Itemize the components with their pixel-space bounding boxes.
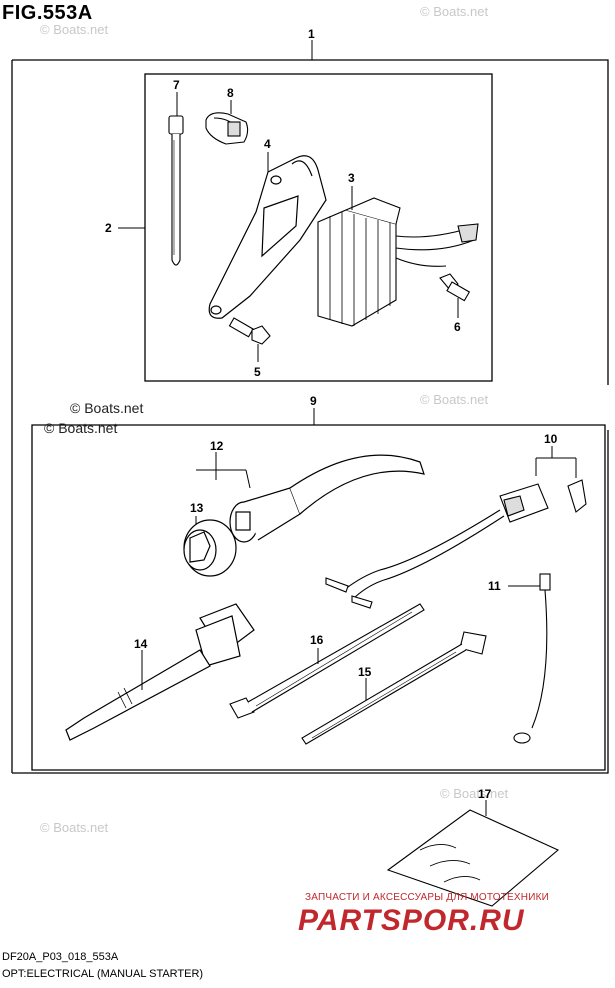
callout-8: 8 [227,86,234,100]
callout-1: 1 [308,27,315,41]
watermark: © Boats.net [40,22,109,37]
callout-13: 13 [190,501,204,515]
watermark: © Boats.net [44,420,118,436]
callout-7: 7 [173,78,180,92]
watermark: © Boats.net [70,400,144,416]
bracket-4 [208,155,327,319]
callout-14: 14 [134,637,148,651]
callout-17: 17 [478,787,492,801]
callout-16: 16 [310,633,324,647]
watermark: © Boats.net [440,786,509,801]
cable-tie-7 [168,115,184,266]
callout-9: 9 [310,394,317,408]
figure-description: OPT:ELECTRICAL (MANUAL STARTER) [2,968,204,980]
watermark: © Boats.net [420,392,489,407]
bolt-5 [228,317,271,345]
connector-12 [229,454,425,543]
watermark: © Boats.net [420,4,489,19]
callout-4: 4 [264,137,271,151]
connector-14 [65,603,255,741]
bolt-6 [439,273,471,302]
plug-cap-13 [183,519,237,577]
callout-5: 5 [254,365,261,379]
callout-3: 3 [348,171,355,185]
callout-2: 2 [105,221,112,235]
brand-tagline: ЗАПЧАСТИ И АКСЕССУАРЫ ДЛЯ МОТОТЕХНИКИ [305,892,550,903]
cable-tie-16 [229,603,425,719]
clamp-8 [205,112,249,145]
callout-10: 10 [544,432,558,446]
figure-title: FIG.553A [2,2,93,24]
ground-wire-11 [513,573,551,744]
cable-tie-15 [301,631,487,745]
kit-box-9 [31,424,606,771]
bag-17 [386,809,560,907]
brand-site: PARTSPOR.RU [298,904,525,937]
watermark: © Boats.net [40,820,109,835]
figure-code: DF20A_P03_018_553A [2,951,119,963]
callout-15: 15 [358,665,372,679]
harness-10 [325,479,587,609]
callout-12: 12 [210,439,224,453]
rectifier-3 [317,197,479,327]
callout-6: 6 [454,320,461,334]
callout-11: 11 [488,579,501,593]
assembly-frame [11,59,609,774]
